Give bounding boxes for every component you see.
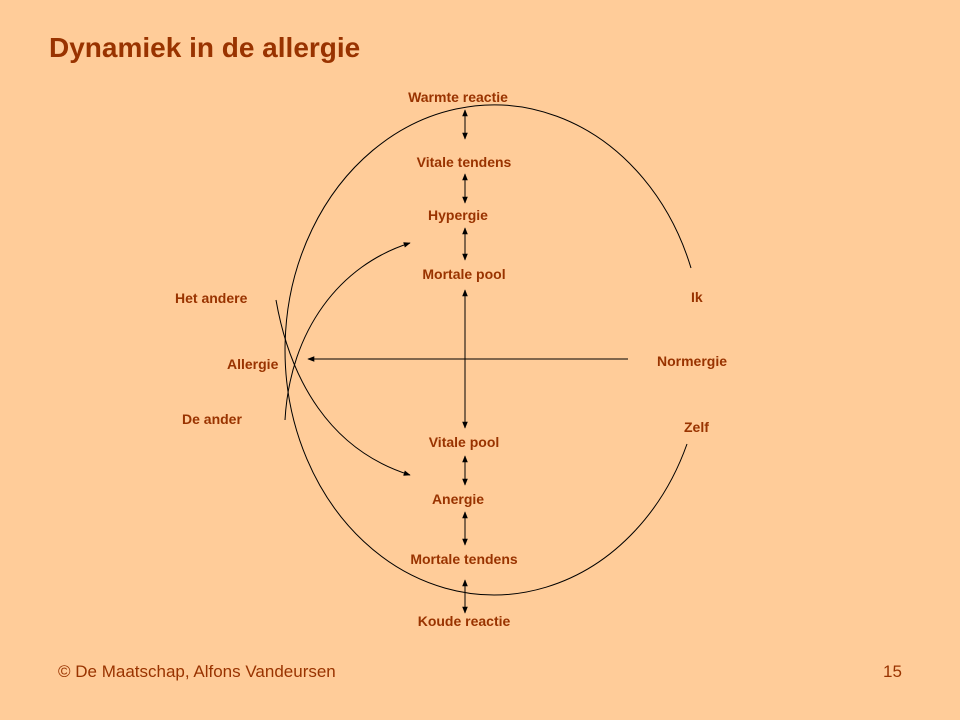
label-warmte-reactie: Warmte reactie — [408, 89, 508, 105]
label-allergie: Allergie — [227, 356, 279, 372]
label-de-ander: De ander — [182, 411, 242, 427]
label-normergie: Normergie — [657, 353, 728, 369]
label-hypergie: Hypergie — [428, 207, 488, 223]
slide-title: Dynamiek in de allergie — [49, 32, 361, 63]
label-het-andere: Het andere — [175, 290, 248, 306]
label-zelf: Zelf — [684, 419, 709, 435]
label-mortale-pool: Mortale pool — [422, 266, 506, 282]
label-vitale-pool: Vitale pool — [428, 434, 500, 450]
curved-arrow-to-vitale-pool — [275, 299, 411, 476]
footer-copyright: © De Maatschap, Alfons Vandeursen — [58, 662, 336, 681]
label-koude-reactie: Koude reactie — [417, 613, 511, 629]
page-number: 15 — [883, 662, 902, 681]
curved-arrow-to-mortale-pool — [284, 242, 411, 421]
label-ik: Ik — [691, 289, 703, 305]
label-vitale-tendens: Vitale tendens — [416, 154, 512, 170]
outer-circle-arc — [284, 104, 692, 596]
label-anergie: Anergie — [431, 491, 485, 507]
label-mortale-tendens: Mortale tendens — [410, 551, 518, 567]
